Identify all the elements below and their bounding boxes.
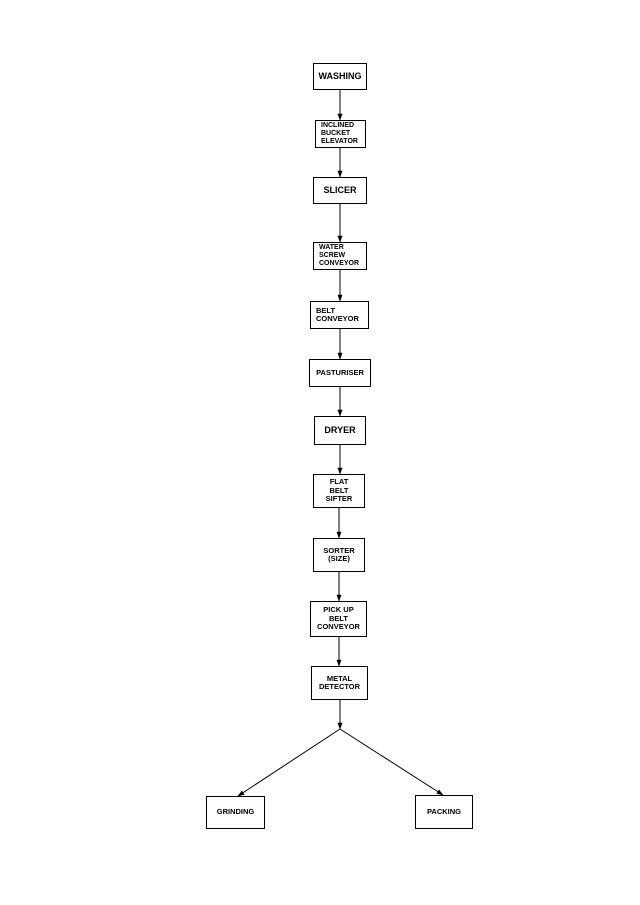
step-flat-belt-sifter-label: FLAT BELT SIFTER [325,477,353,504]
output-packing: PACKING [415,795,473,829]
step-sorter-size-label: SORTER (SIZE) [323,545,355,563]
step-inclined-bucket-elevator-label: INCLINED BUCKET ELEVATOR [321,122,358,145]
step-metal-detector-label: METAL DETECTOR [318,673,361,691]
step-metal-detector: METAL DETECTOR [311,666,368,700]
step-belt-conveyor-label: BELT CONVEYOR [316,305,359,323]
step-flat-belt-sifter: FLAT BELT SIFTER [313,474,365,508]
step-sorter-size: SORTER (SIZE) [313,538,365,572]
output-grinding: GRINDING [206,796,265,829]
step-water-screw-conveyor: WATER SCREW CONVEYOR [313,242,367,270]
step-slicer-label: SLICER [323,185,357,196]
step-slicer: SLICER [313,177,367,204]
step-dryer-label: DRYER [324,425,356,436]
step-dryer: DRYER [314,416,366,445]
step-pasturiser-label: PASTURISER [316,367,364,377]
step-inclined-bucket-elevator: INCLINED BUCKET ELEVATOR [315,120,366,148]
step-pick-up-belt-conveyor-label: PICK UP BELT CONVEYOR [317,605,360,632]
branch-arrow-grinding [237,728,341,797]
step-pasturiser: PASTURISER [309,359,371,387]
output-grinding-label: GRINDING [216,807,255,817]
connector-group [237,90,444,797]
output-packing-label: PACKING [426,806,462,816]
step-pick-up-belt-conveyor: PICK UP BELT CONVEYOR [310,601,367,637]
step-belt-conveyor: BELT CONVEYOR [310,301,369,329]
step-washing-label: WASHING [318,71,362,82]
step-water-screw-conveyor-label: WATER SCREW CONVEYOR [319,244,360,267]
branch-arrow-packing [339,728,444,796]
step-washing: WASHING [313,63,367,90]
